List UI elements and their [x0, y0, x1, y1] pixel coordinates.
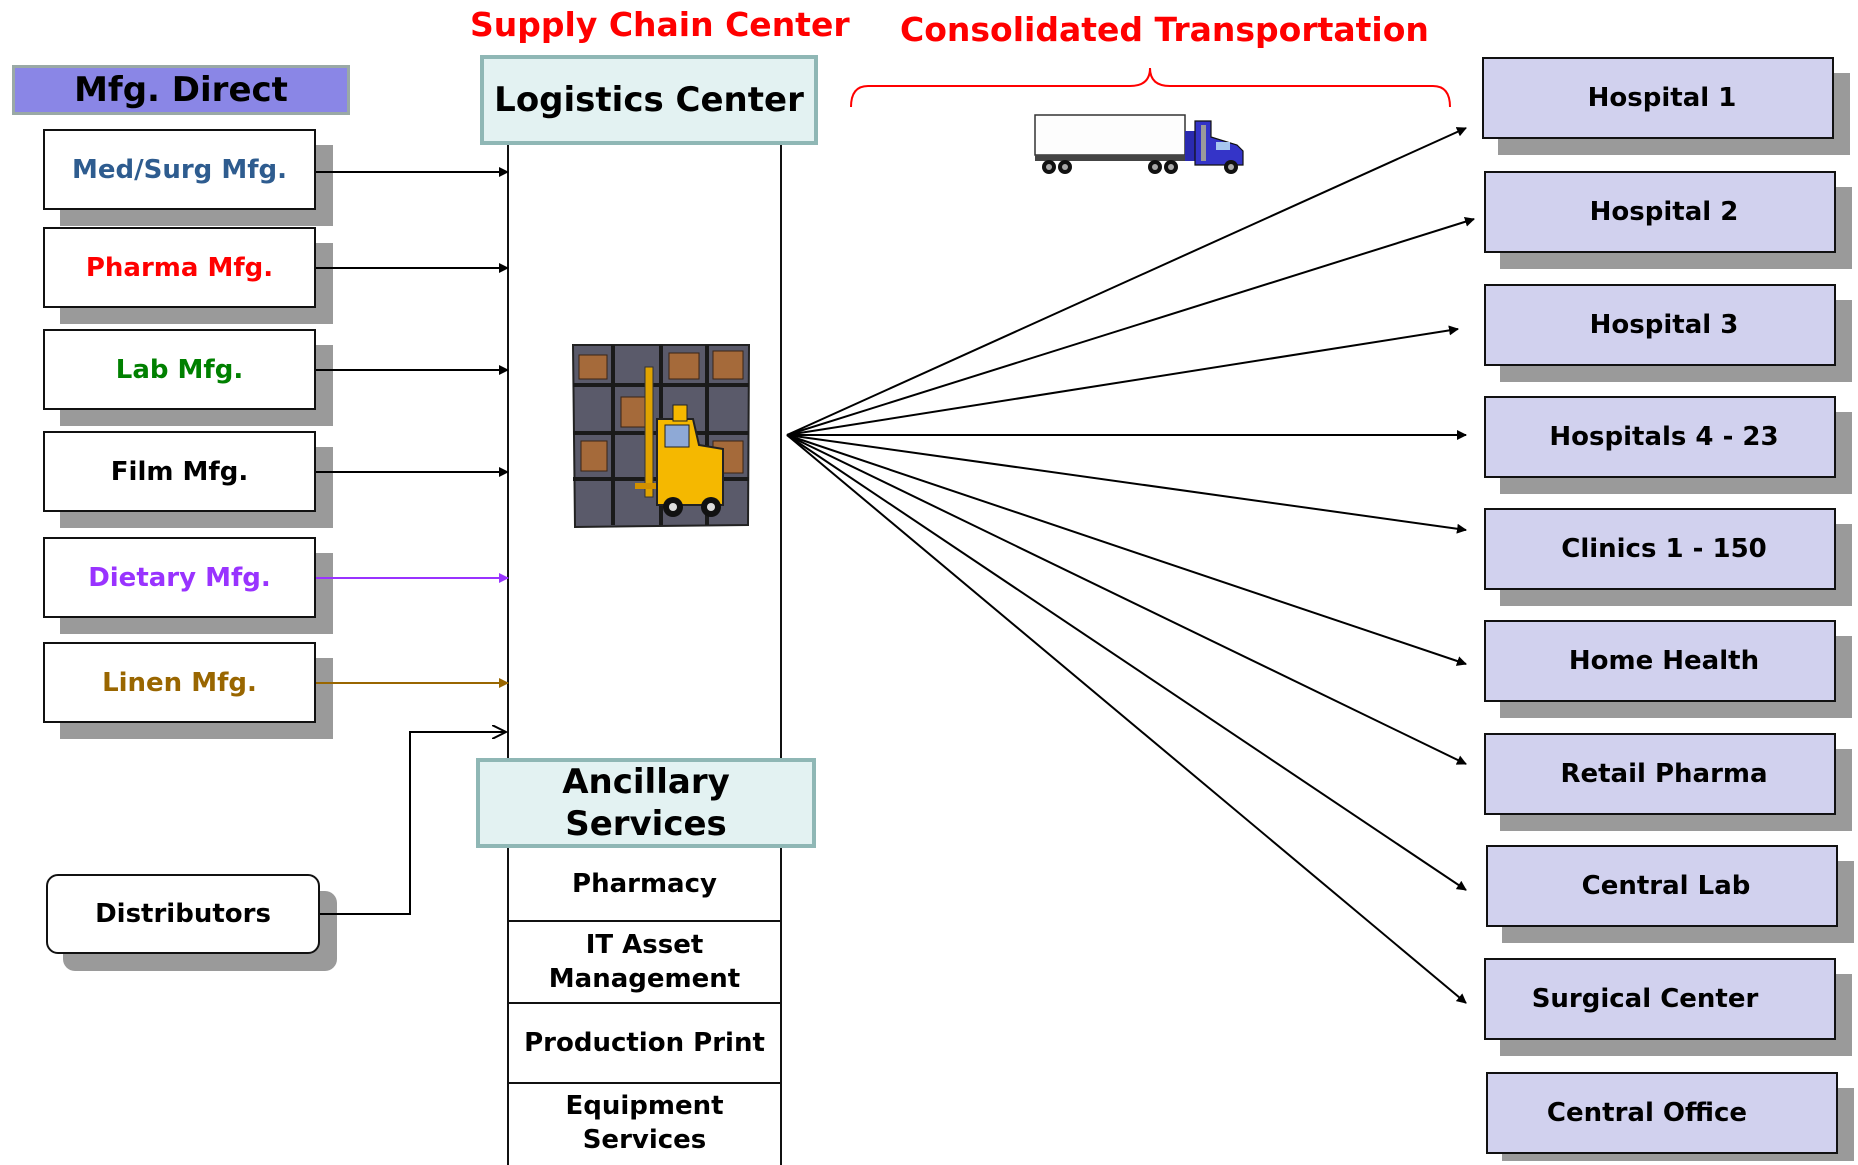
- arrow-hospital-2: [787, 219, 1474, 435]
- arrow-hospital-1: [787, 128, 1466, 435]
- arrow-central-lab: [787, 435, 1466, 890]
- arrow-clinics: [787, 435, 1466, 530]
- transportation-brace: [851, 68, 1450, 107]
- arrow-surgical-center: [787, 435, 1466, 1003]
- arrow-home-health: [787, 435, 1466, 664]
- arrow-hospital-3: [787, 329, 1458, 435]
- arrow-retail-pharma: [787, 435, 1466, 764]
- arrow-distributors: [320, 732, 506, 914]
- forklift-warehouse-icon: [573, 345, 749, 527]
- semi-truck-icon: [1035, 115, 1243, 174]
